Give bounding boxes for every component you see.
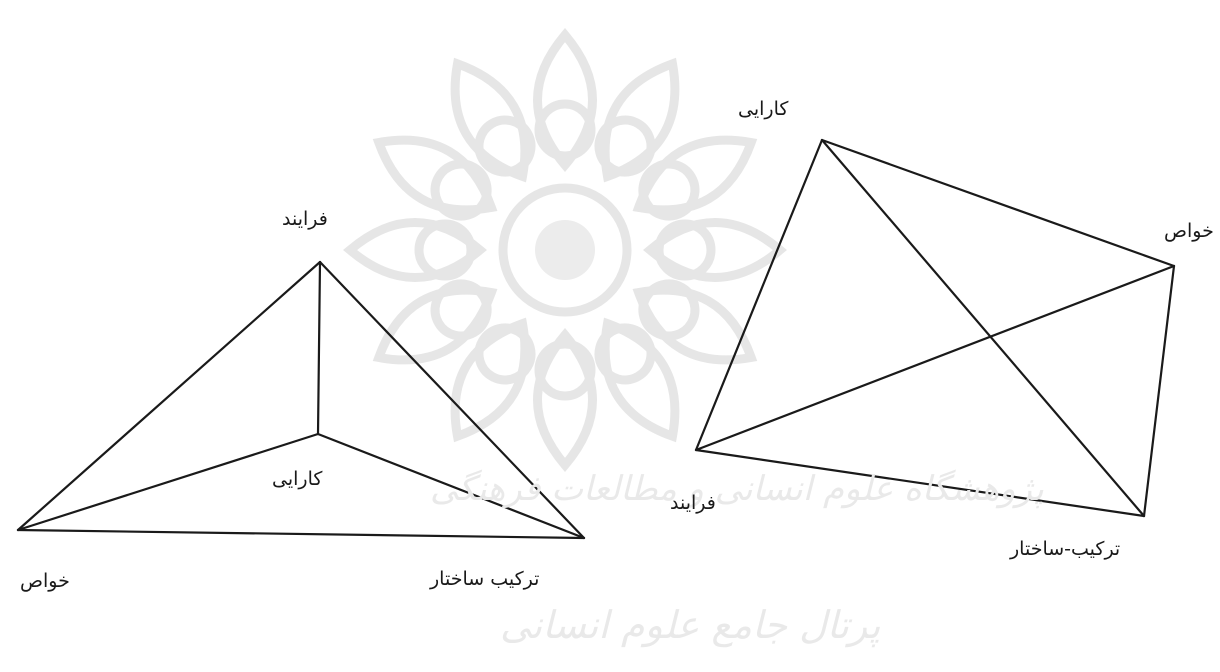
right-edge-left-right bbox=[696, 266, 1174, 450]
watermark-text-line1: پژوهشگاه علوم انسانی و مطالعات فرهنگی bbox=[430, 472, 1044, 506]
right-label-composition-structure: ترکیب-ساختار bbox=[1010, 540, 1120, 559]
right-edge-right-bottom bbox=[1144, 266, 1174, 516]
left-edge-bottomleft-bottomright bbox=[18, 530, 584, 538]
right-label-properties: خواص bbox=[1164, 222, 1214, 241]
right-tetrahedron bbox=[696, 140, 1174, 516]
right-label-performance: کارایی bbox=[738, 100, 788, 119]
right-label-process: فرایند bbox=[670, 494, 716, 513]
left-label-composition-structure: ترکیب ساختار bbox=[430, 570, 539, 589]
left-label-performance: کارایی bbox=[272, 470, 322, 489]
left-label-properties: خواص bbox=[20, 572, 70, 591]
right-edge-top-bottom bbox=[822, 140, 1144, 516]
watermark-text-line2: پرتال جامع علوم انسانی bbox=[500, 606, 880, 644]
left-edge-apex-center bbox=[318, 262, 320, 434]
right-edge-top-left bbox=[696, 140, 822, 450]
left-label-process: فرایند bbox=[282, 210, 328, 229]
